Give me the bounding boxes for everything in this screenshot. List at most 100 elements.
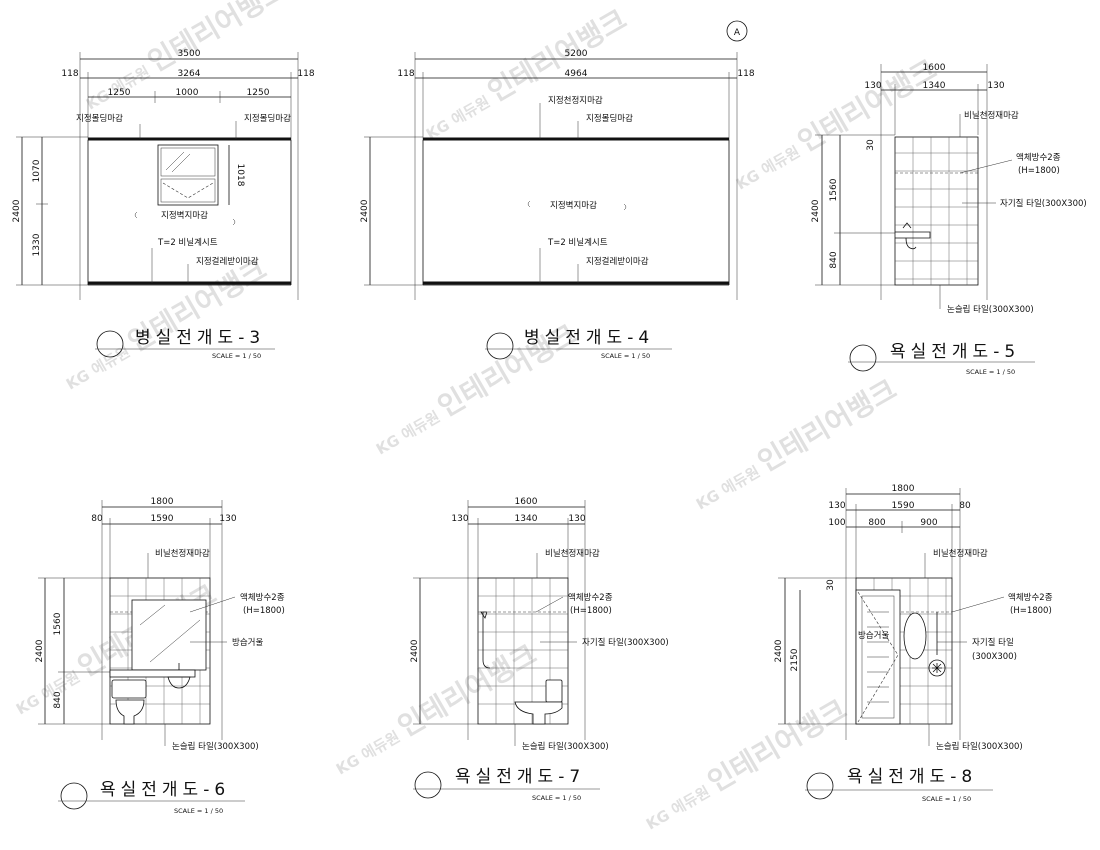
title-bubble xyxy=(806,772,834,800)
mirror xyxy=(131,599,207,671)
elevation-8: 1800 130 1590 80 100 800 900 2400 30 215… xyxy=(774,484,1053,803)
dim-top: 30 xyxy=(866,139,876,151)
dim-top: 1070 xyxy=(32,159,42,182)
dim-seg-1: 1250 xyxy=(108,88,131,98)
note-wall-tile: 자기질 타일 xyxy=(972,637,1014,648)
note-molding-right: 지정몰딩마감 xyxy=(244,113,291,124)
note-waterproof-height: (H=1800) xyxy=(243,606,285,616)
note-ceiling: 비닐천정재마감 xyxy=(545,548,600,559)
dim-right: 118 xyxy=(297,69,314,79)
note-floor-tile: 논슬립 타일(300X300) xyxy=(172,742,259,752)
drawing-title: 병실전개도-3 xyxy=(135,328,265,348)
watermark: KG 에듀원 인테리어뱅크 xyxy=(643,693,852,834)
dim-left: 80 xyxy=(91,514,103,524)
dim-upper: 1560 xyxy=(53,612,63,635)
watermark-brand: KG 에듀원 xyxy=(333,728,403,779)
dim-mid: 3264 xyxy=(178,69,201,79)
dim-seg-2: 1000 xyxy=(176,88,199,98)
watermark: KG 에듀원 인테리어뱅크 xyxy=(693,373,902,514)
note-waterproof-height: (H=1800) xyxy=(570,606,612,616)
dim-height: 2400 xyxy=(410,639,420,662)
note-molding-left: 지정몰딩마감 xyxy=(76,113,123,124)
note-wall-tile-size: (300X300) xyxy=(972,652,1017,662)
dim-door: 2150 xyxy=(790,648,800,671)
watermark-text: 인테리어뱅크 xyxy=(752,373,902,479)
watermark-brand: KG 에듀원 xyxy=(643,783,713,834)
dim-lower: 840 xyxy=(829,251,839,268)
watermark-brand: KG 에듀원 xyxy=(733,143,803,194)
watermark-brand: KG 에듀원 xyxy=(63,343,133,394)
note-baseboard: 지정걸레받이마감 xyxy=(586,256,649,267)
dim-total: 1600 xyxy=(515,497,538,507)
drawing-scale: SCALE = 1 / 50 xyxy=(532,794,581,802)
note-ceiling: 비닐천정재마감 xyxy=(933,548,988,559)
watermark-brand: KG 에듀원 xyxy=(373,408,443,459)
note-waterproof-height: (H=1800) xyxy=(1010,606,1052,616)
dim-right: 130 xyxy=(987,81,1004,91)
dim-right: 118 xyxy=(737,69,754,79)
watermark-brand: KG 에듀원 xyxy=(423,93,493,144)
dim-seg-1: 100 xyxy=(828,518,845,528)
drawing-scale: SCALE = 1 / 50 xyxy=(601,352,650,360)
dim-top: 30 xyxy=(826,579,836,591)
note-wallpaper: 지정벽지마감 xyxy=(550,200,597,211)
dim-upper: 1560 xyxy=(829,178,839,201)
note-waterproof: 액체방수2종 xyxy=(240,592,285,603)
dim-total: 3500 xyxy=(178,49,201,59)
note-floor-tile: 논슬립 타일(300X300) xyxy=(947,305,1034,315)
note-wall-tile: 자기질 타일(300X300) xyxy=(582,637,669,648)
dim-seg-3: 900 xyxy=(920,518,937,528)
drawing-scale: SCALE = 1 / 50 xyxy=(922,795,971,803)
title-bubble xyxy=(414,771,442,799)
note-ceiling: 비닐천정재마감 xyxy=(964,110,1019,121)
dim-height: 2400 xyxy=(774,639,784,662)
note-ceiling: 지정천정지마감 xyxy=(548,95,603,106)
note-floor-tile: 논슬립 타일(300X300) xyxy=(936,742,1023,752)
vanity-counter xyxy=(109,669,196,678)
dim-right: 80 xyxy=(959,501,971,511)
note-waterproof: 액체방수2종 xyxy=(1008,592,1053,603)
note-waterproof: 액체방수2종 xyxy=(1016,152,1061,163)
washbasin xyxy=(895,222,931,250)
drawing-title: 욕실전개도-5 xyxy=(890,342,1020,362)
watermarks: KG 에듀원 인테리어뱅크 KG 에듀원 인테리어뱅크 KG 에듀원 인테리어뱅… xyxy=(13,0,942,834)
watermark-text: 인테리어뱅크 xyxy=(702,693,852,799)
dim-left: 130 xyxy=(451,514,468,524)
dim-seg-2: 800 xyxy=(868,518,885,528)
watermark-text: 인테리어뱅크 xyxy=(142,0,292,79)
note-mirror: 방습거울 xyxy=(858,630,889,641)
dim-right: 130 xyxy=(568,514,585,524)
tile-grid xyxy=(895,137,978,285)
note-waterproof-height: (H=1800) xyxy=(1018,166,1060,176)
watermark: KG 에듀원 인테리어뱅크 xyxy=(63,253,272,394)
dim-right: 130 xyxy=(219,514,236,524)
watermark-text: 인테리어뱅크 xyxy=(482,3,632,109)
shower xyxy=(928,612,946,677)
elevation-3: 3500 118 3264 118 1250 1000 1250 2400 10… xyxy=(12,49,315,360)
note-ceiling: 비닐천정재마감 xyxy=(155,548,210,559)
dim-window: 1018 xyxy=(235,164,245,187)
watermark-brand: KG 에듀원 xyxy=(13,668,83,719)
drawing-scale: SCALE = 1 / 50 xyxy=(966,368,1015,376)
elevation-7: 1600 130 1340 130 2400 비닐천정재마감 액체방수2종 (H… xyxy=(410,497,669,802)
title-bubble xyxy=(60,782,88,810)
drawing-scale: SCALE = 1 / 50 xyxy=(174,807,223,815)
dim-seg-3: 1250 xyxy=(247,88,270,98)
note-vinyl: T=2 비닐계시트 xyxy=(547,237,608,248)
dim-total: 1800 xyxy=(892,484,915,494)
drawing-scale: SCALE = 1 / 50 xyxy=(212,352,261,360)
dim-total: 1600 xyxy=(923,63,946,73)
dim-lower: 840 xyxy=(53,691,63,708)
note-floor-tile: 논슬립 타일(300X300) xyxy=(522,742,609,752)
dim-height: 2400 xyxy=(811,199,821,222)
dim-total: 1800 xyxy=(151,497,174,507)
dim-height: 2400 xyxy=(12,199,22,222)
drawing-title: 욕실전개도-8 xyxy=(847,767,977,787)
watermark: KG 에듀원 인테리어뱅크 xyxy=(423,3,632,144)
window xyxy=(157,144,219,206)
title-bubble xyxy=(849,344,877,372)
elevation-6: 1800 80 1590 130 2400 1560 840 xyxy=(35,497,285,815)
dim-mid: 1340 xyxy=(515,514,538,524)
dim-bottom: 1330 xyxy=(32,233,42,256)
